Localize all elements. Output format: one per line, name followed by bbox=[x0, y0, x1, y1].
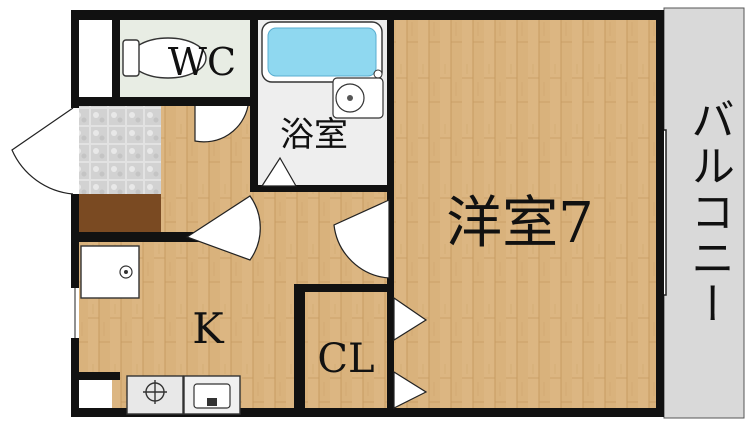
kitchen-label: K bbox=[192, 304, 225, 353]
entry-door-gap bbox=[71, 108, 79, 194]
entry-door[interactable] bbox=[11, 107, 74, 195]
gas-stove-icon bbox=[126, 375, 184, 415]
washbasin-icon bbox=[332, 77, 384, 119]
wc-door[interactable] bbox=[194, 105, 249, 143]
toilet-icon bbox=[122, 37, 207, 79]
interior-walls bbox=[79, 20, 394, 408]
closet-label: CL bbox=[317, 336, 374, 382]
wc-label: WC bbox=[168, 40, 236, 84]
entry-tile-floor bbox=[79, 106, 161, 194]
shoe-storage-bottom bbox=[79, 380, 112, 408]
washing-machine-pan-icon bbox=[80, 245, 140, 299]
bath-label: 浴室 bbox=[280, 115, 348, 155]
entry-step bbox=[79, 194, 161, 232]
western-room-floor bbox=[394, 20, 656, 408]
closet-door-lower[interactable] bbox=[393, 370, 428, 409]
bath-door[interactable] bbox=[260, 156, 298, 187]
closet-floor bbox=[305, 292, 387, 408]
corridor-door[interactable] bbox=[185, 195, 261, 261]
western-room-label: 洋室7 bbox=[446, 191, 594, 256]
shoe-storage-top bbox=[79, 20, 112, 97]
bathtub-icon bbox=[261, 21, 383, 83]
western-room-door[interactable] bbox=[333, 199, 390, 279]
closet-door-upper[interactable] bbox=[393, 296, 428, 342]
balcony-label: バルコニー bbox=[683, 97, 734, 327]
kitchen-sink-icon bbox=[183, 375, 241, 415]
